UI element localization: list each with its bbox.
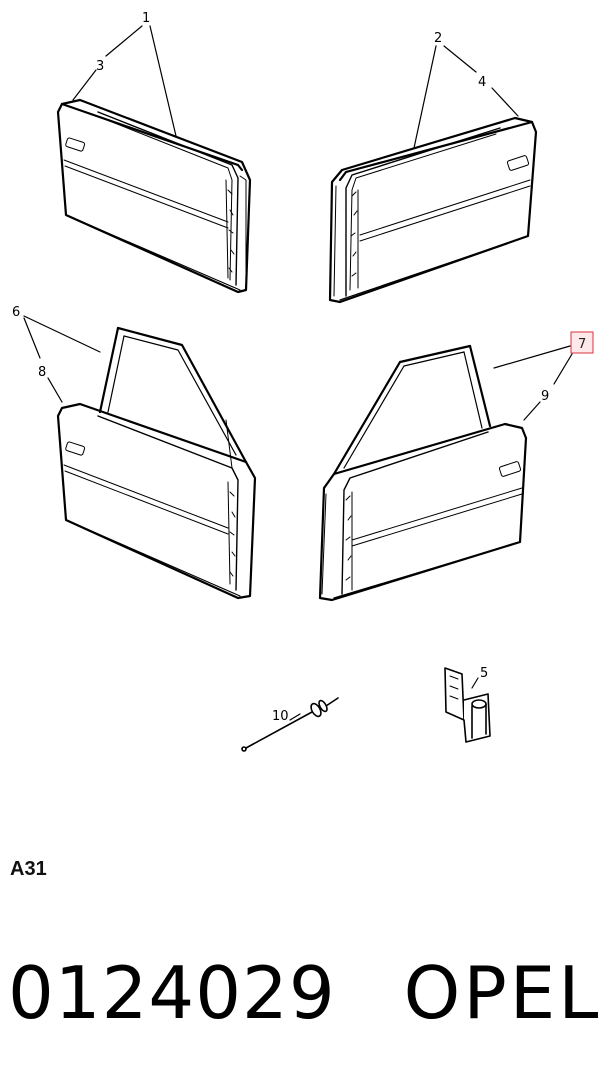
leader-lines xyxy=(23,25,573,721)
callout-9: 9 xyxy=(541,389,549,404)
parts-diagram: 1 3 2 4 6 8 7 9 10 5 xyxy=(12,11,594,752)
part-number: 0124029 xyxy=(8,951,336,1035)
door-bottom-right xyxy=(318,344,528,602)
callout-7: 7 xyxy=(578,337,586,352)
check-strap-cable xyxy=(241,697,339,752)
door-top-left-detail xyxy=(63,111,247,289)
callout-2: 2 xyxy=(434,31,442,46)
door-top-left xyxy=(56,98,252,294)
callout-4: 4 xyxy=(478,75,486,90)
callout-3: 3 xyxy=(96,59,104,74)
door-bottom-left-detail xyxy=(63,415,239,591)
brand-name: OPEL xyxy=(403,951,600,1035)
callout-7-highlight: 7 xyxy=(570,331,594,354)
callout-labels: 1 3 2 4 6 8 7 9 10 5 xyxy=(12,11,594,724)
section-code: A31 xyxy=(10,858,47,880)
callout-10: 10 xyxy=(272,709,289,724)
callout-5: 5 xyxy=(480,666,488,681)
door-bottom-right-detail xyxy=(321,431,523,595)
callout-8: 8 xyxy=(38,365,46,380)
door-top-right-detail xyxy=(333,127,531,297)
callout-6: 6 xyxy=(12,305,20,320)
door-hinge xyxy=(444,667,491,743)
footer-caption: 0124029 OPEL xyxy=(8,938,598,1048)
door-top-right xyxy=(328,116,538,304)
callout-1: 1 xyxy=(142,11,150,26)
door-bottom-left xyxy=(56,326,257,600)
